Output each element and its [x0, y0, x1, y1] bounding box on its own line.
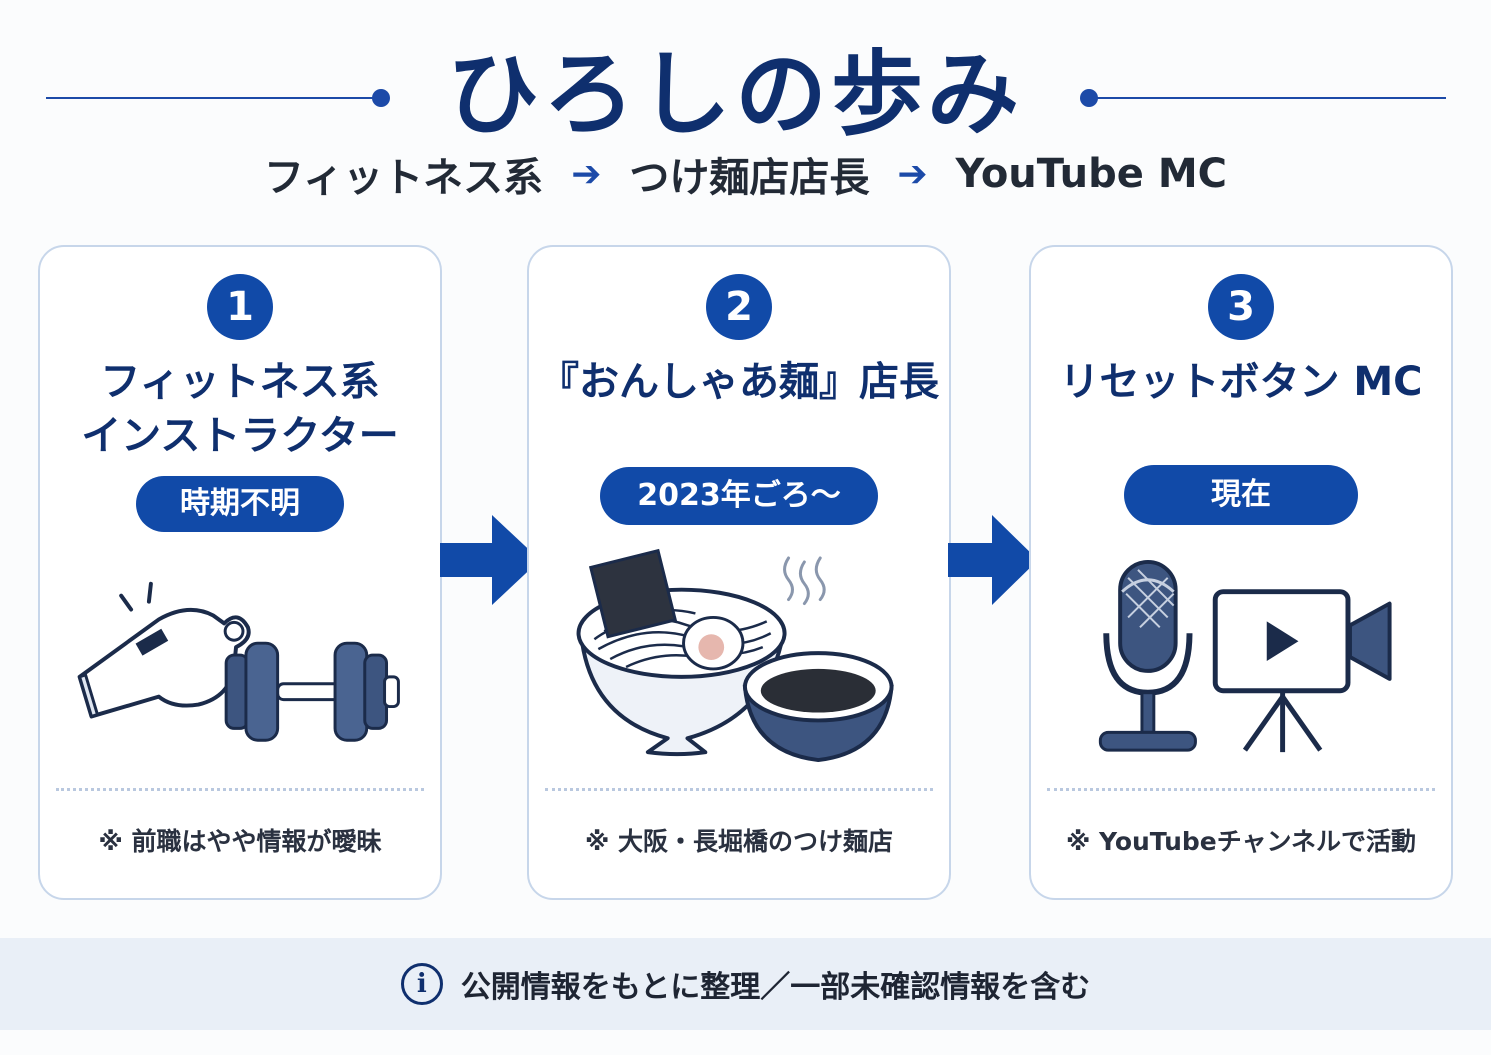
step-number-badge: 3 [1208, 274, 1274, 340]
period-badge: 2023年ごろ～ [600, 467, 878, 525]
flow-arrow-icon [440, 515, 540, 605]
dumbbell-icon [224, 641, 400, 742]
dipping-soup-icon [742, 651, 894, 763]
divider [545, 788, 933, 791]
title-rule-left [46, 97, 376, 99]
path-arrow-icon: ➔ [571, 153, 602, 195]
card-note: ※ 大阪・長堀橋のつけ麺店 [584, 827, 893, 856]
career-card-fitness: 1 フィットネス系 インストラクター 時期不明 ※ 前職はやや情報が曖昧 [38, 245, 442, 900]
card-title-line: フィットネス系 [100, 359, 380, 405]
path-step-2: つけ麺店店長 [629, 155, 870, 201]
info-icon: i [400, 963, 443, 1005]
title-rule-right [1096, 97, 1446, 99]
divider [56, 788, 424, 791]
career-path-summary: フィットネス系 ➔ つけ麺店店長 ➔ YouTube MC [0, 145, 1491, 203]
period-badge: 時期不明 [136, 476, 344, 532]
fitness-illustration [77, 581, 400, 742]
media-illustration [1098, 559, 1392, 753]
path-step-3: YouTube MC [955, 151, 1227, 197]
career-card-youtube: 3 リセットボタン MC 現在 ※ You [1029, 245, 1453, 900]
card-title-line: 『おんしゃあ麺』店長 [539, 359, 939, 405]
title-row: ひろしの歩み [0, 20, 1491, 148]
career-card-ramen: 2 『おんしゃあ麺』店長 2023年ごろ～ [527, 245, 951, 900]
divider [1047, 788, 1435, 791]
page-title: ひろしの歩み [446, 41, 1023, 148]
period-badge: 現在 [1124, 465, 1358, 525]
card-title: フィットネス系 インストラクター [40, 355, 440, 463]
flow-arrow-icon [948, 515, 1038, 605]
card-title-line: インストラクター [81, 413, 399, 459]
title-dot-left [372, 89, 390, 107]
microphone-icon [1098, 559, 1197, 752]
footer-note: 公開情報をもとに整理／一部未確認情報を含む [460, 970, 1091, 1005]
card-note: ※ 前職はやや情報が曖昧 [98, 827, 382, 856]
title-dot-right [1080, 89, 1098, 107]
tsukemen-illustration [576, 548, 894, 763]
steam-icon [783, 556, 826, 606]
video-camera-icon [1212, 589, 1392, 753]
path-arrow-icon: ➔ [897, 153, 928, 195]
card-title: 『おんしゃあ麺』店長 [529, 355, 949, 409]
card-title: リセットボタン MC [1031, 355, 1451, 409]
step-number-badge: 1 [207, 274, 273, 340]
path-step-1: フィットネス系 [263, 155, 544, 201]
whistle-icon [77, 581, 251, 719]
card-note: ※ YouTubeチャンネルで活動 [1066, 827, 1416, 856]
source-footer: i 公開情報をもとに整理／一部未確認情報を含む [0, 938, 1491, 1030]
card-title-line: リセットボタン MC [1059, 359, 1423, 405]
step-number-badge: 2 [706, 274, 772, 340]
